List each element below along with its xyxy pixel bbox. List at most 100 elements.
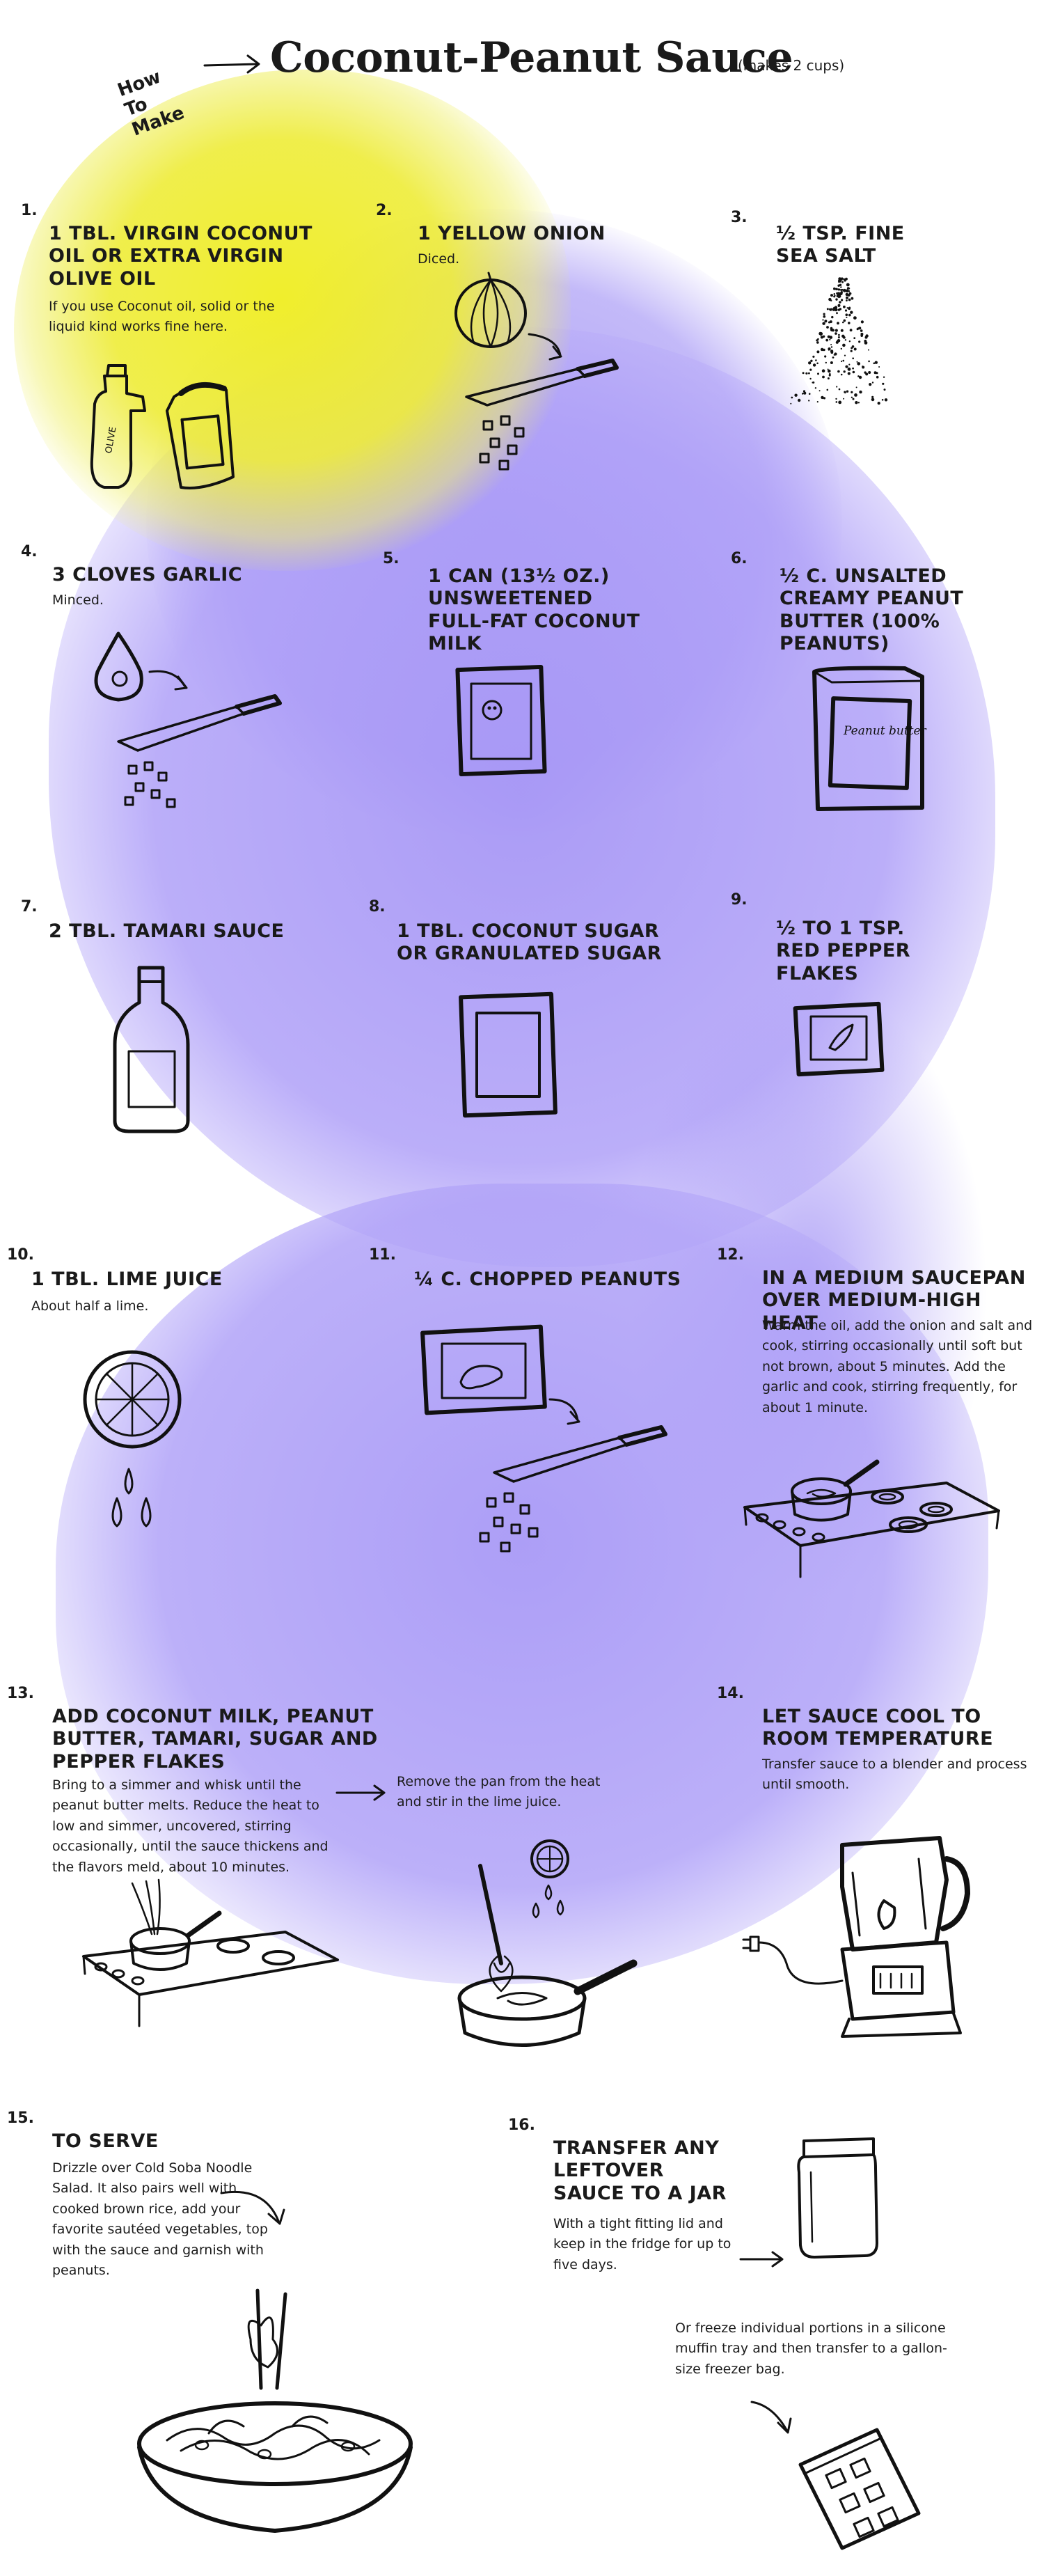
- salt-grain: [843, 319, 846, 322]
- step-heading: 1 TBL. LIME JUICE: [31, 1269, 223, 1290]
- sugar-package-icon: [459, 991, 557, 1118]
- onion-knife-icon: [454, 272, 619, 471]
- salt-grain: [808, 400, 810, 402]
- salt-grain: [860, 332, 864, 336]
- salt-grain: [854, 393, 857, 397]
- step-1: 1. 1 TBL. VIRGIN COCONUT OIL OR EXTRA VI…: [21, 202, 341, 529]
- blender-icon: [742, 1836, 970, 2038]
- salt-grain: [835, 401, 838, 403]
- oil-bottle-and-jar-icon: OLIVE: [90, 364, 235, 489]
- salt-grain: [798, 398, 801, 402]
- salt-grain: [809, 368, 812, 371]
- salt-grain: [868, 371, 871, 374]
- step-note: Diced.: [418, 251, 460, 267]
- step-number: 16.: [508, 2116, 535, 2134]
- salt-grain: [839, 301, 841, 304]
- salt-grain: [812, 363, 816, 367]
- salt-grain: [869, 383, 872, 386]
- salt-grain: [836, 294, 839, 298]
- salt-grain: [832, 356, 835, 359]
- salt-grain: [852, 367, 854, 370]
- salt-grain: [809, 377, 812, 380]
- salt-grain: [817, 372, 819, 375]
- salt-grain: [823, 315, 826, 318]
- salt-grain: [848, 363, 851, 366]
- step-16: 16. TRANSFER ANY LEFTOVER SAUCE TO A JAR…: [508, 2116, 1037, 2569]
- salt-grain: [852, 357, 854, 359]
- salt-grain: [843, 370, 846, 373]
- salt-grain: [828, 321, 830, 324]
- salt-grain: [859, 390, 862, 394]
- salt-grain: [852, 370, 855, 374]
- step-number: 5.: [383, 550, 400, 567]
- salt-grain: [847, 294, 851, 297]
- salt-grain: [815, 359, 817, 361]
- step-note: If you use Coconut oil, solid or the liq…: [49, 299, 275, 335]
- salt-grain: [837, 308, 841, 311]
- salt-grain: [829, 338, 831, 340]
- salt-grain: [818, 390, 821, 392]
- salt-grain: [794, 393, 798, 397]
- salt-grain: [842, 321, 844, 324]
- salt-grain: [790, 402, 792, 405]
- salt-grain: [878, 366, 880, 368]
- salt-grain: [829, 336, 833, 339]
- salt-grain: [835, 306, 837, 308]
- salt-grain: [851, 391, 853, 393]
- whisking-pot-icon: [457, 1839, 638, 2047]
- salt-grain: [837, 292, 840, 295]
- salt-grain: [855, 386, 857, 388]
- salt-grain: [837, 370, 840, 373]
- salt-grain: [828, 369, 831, 373]
- step-3: 3. ½ TSP. FINE SEA SALT: [731, 209, 1030, 487]
- salt-grain: [842, 278, 844, 280]
- salt-grain: [814, 387, 817, 389]
- salt-grain: [845, 313, 848, 316]
- peanuts-knife-icon: [420, 1324, 667, 1553]
- right-arrow-icon: [335, 1784, 386, 1801]
- step-6: 6. ½ C. UNSALTED CREAMY PEANUT BUTTER (1…: [731, 550, 1030, 842]
- salt-grain: [868, 349, 869, 351]
- stove-whisk-icon: [82, 1878, 339, 2027]
- salt-grain: [836, 386, 838, 388]
- step-number: 7.: [21, 898, 38, 916]
- salt-grain: [840, 278, 843, 281]
- step-number: 6.: [731, 550, 748, 567]
- salt-grain: [812, 355, 815, 358]
- salt-grain: [864, 341, 868, 345]
- salt-grain: [835, 340, 839, 344]
- salt-grain: [822, 319, 824, 321]
- salt-grain: [827, 368, 829, 370]
- step-note: Warm the oil, add the onion and salt and…: [762, 1318, 1033, 1415]
- salt-grain: [838, 333, 840, 336]
- step-8: 8. 1 TBL. COCONUT SUGAR OR GRANULATED SU…: [369, 898, 689, 1177]
- step-heading: TRANSFER ANY LEFTOVER SAUCE TO A JAR: [553, 2137, 727, 2204]
- step-10: 10. 1 TBL. LIME JUICE About half a lime.: [7, 1246, 341, 1566]
- salt-grain: [837, 322, 839, 325]
- salt-grain: [860, 320, 864, 324]
- salt-grain: [865, 372, 869, 376]
- salt-grain: [840, 286, 842, 288]
- curved-arrow-icon: [220, 2190, 285, 2225]
- salt-grain: [837, 284, 840, 287]
- salt-grain: [862, 366, 865, 369]
- step-heading: TO SERVE: [52, 2130, 159, 2152]
- salt-grain: [882, 382, 885, 385]
- salt-grain: [845, 277, 848, 281]
- salt-grain: [830, 299, 832, 301]
- salt-grain: [871, 398, 875, 402]
- step-2: 2. 1 YELLOW ONION Diced.: [376, 202, 682, 529]
- salt-grain: [845, 310, 847, 312]
- step-number: 1.: [21, 202, 38, 219]
- salt-grain: [844, 391, 846, 394]
- salt-grain: [834, 308, 838, 312]
- salt-grain: [812, 381, 815, 384]
- salt-grain: [873, 362, 876, 365]
- salt-grain: [827, 377, 830, 379]
- salt-grain: [845, 365, 848, 368]
- salt-grain: [830, 346, 833, 348]
- step-9: 9. ½ TO 1 TSP. RED PEPPER FLAKES: [731, 891, 1030, 1170]
- step-12: 12. IN A MEDIUM SAUCEPAN OVER MEDIUM-HIG…: [717, 1246, 1037, 1608]
- page-title: Coconut-Peanut Sauce: [270, 33, 793, 82]
- step-note: Minced.: [52, 592, 104, 608]
